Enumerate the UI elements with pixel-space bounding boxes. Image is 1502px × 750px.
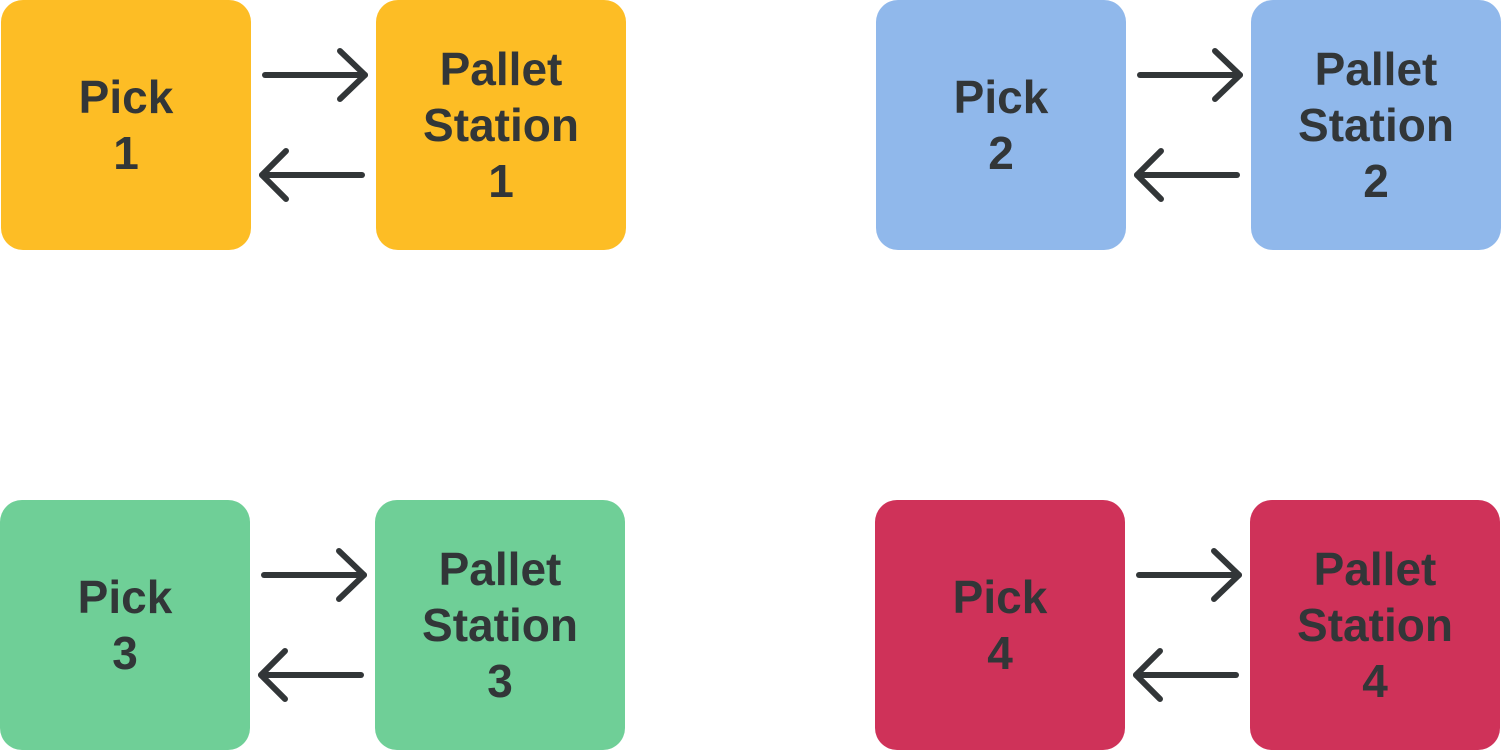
pick-box-2: Pick 2	[876, 0, 1126, 250]
pallet-station-box-4: Pallet Station 4	[1250, 500, 1500, 750]
pallet-station-label-3: Pallet Station 3	[422, 543, 578, 707]
right-arrow-icon	[262, 48, 368, 102]
pallet-station-box-2: Pallet Station 2	[1251, 0, 1501, 250]
right-arrow-icon	[1136, 548, 1242, 602]
right-arrow-icon	[261, 548, 367, 602]
left-arrow-icon	[1134, 148, 1240, 202]
pallet-station-label-1: Pallet Station 1	[423, 43, 579, 207]
pallet-station-box-1: Pallet Station 1	[376, 0, 626, 250]
pick-box-3: Pick 3	[0, 500, 250, 750]
right-arrow-icon	[1137, 48, 1243, 102]
flow-arrows-1	[255, 45, 375, 205]
pick-box-1: Pick 1	[1, 0, 251, 250]
left-arrow-icon	[258, 648, 364, 702]
flow-arrows-4	[1129, 545, 1249, 705]
pick-label-4: Pick 4	[952, 571, 1048, 679]
pick-box-4: Pick 4	[875, 500, 1125, 750]
pallet-station-label-4: Pallet Station 4	[1297, 543, 1453, 707]
pallet-station-label-2: Pallet Station 2	[1298, 43, 1454, 207]
left-arrow-icon	[1133, 648, 1239, 702]
flow-arrows-3	[254, 545, 374, 705]
pick-label-1: Pick 1	[78, 71, 174, 179]
pick-label-3: Pick 3	[77, 571, 173, 679]
flow-arrows-2	[1130, 45, 1250, 205]
pick-label-2: Pick 2	[953, 71, 1049, 179]
left-arrow-icon	[259, 148, 365, 202]
pallet-station-box-3: Pallet Station 3	[375, 500, 625, 750]
